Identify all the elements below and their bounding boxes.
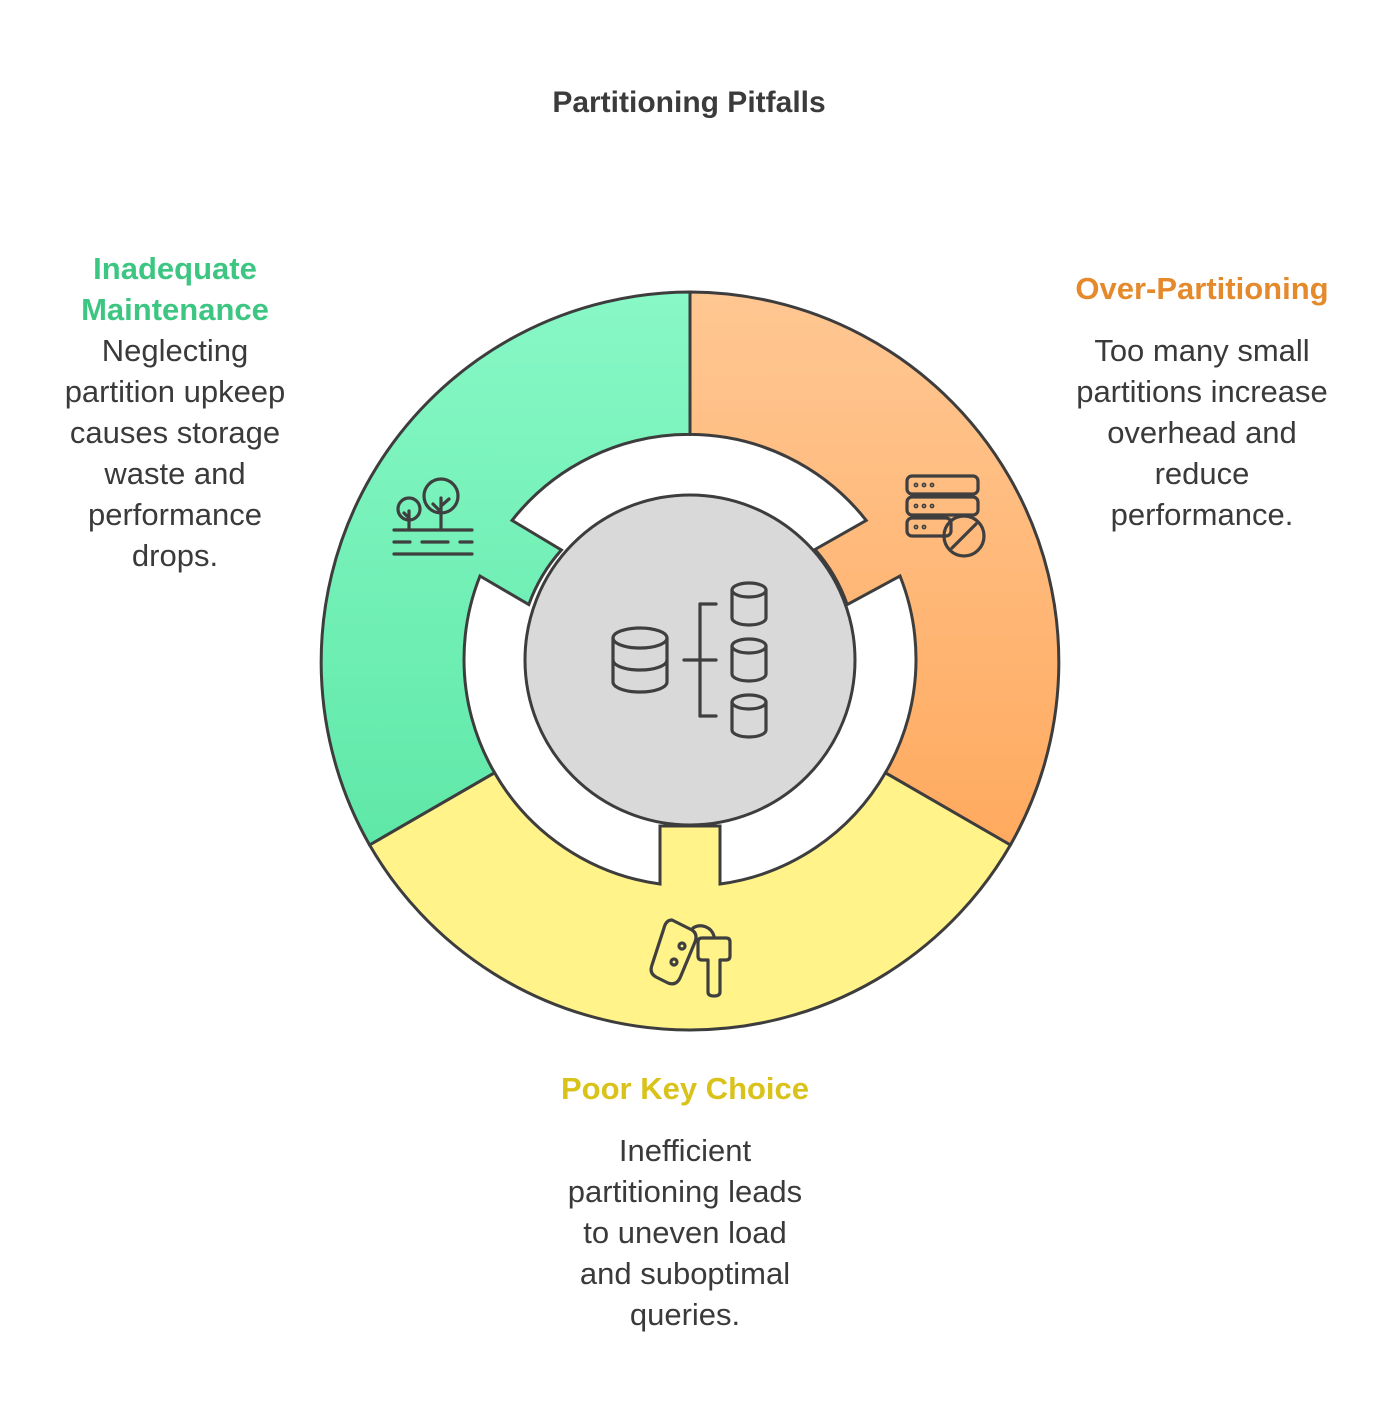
inadequate-maintenance-block: Inadequate Maintenance Neglecting partit… — [30, 248, 320, 576]
over-partitioning-description: Too many small partitions increase overh… — [1046, 330, 1358, 535]
description-line: causes storage — [69, 415, 281, 450]
poor-key-choice-block: Poor Key Choice Inefficient partitioning… — [530, 1068, 840, 1335]
description-line: Neglecting — [101, 333, 249, 368]
car-key-icon — [649, 918, 732, 998]
description-line: queries. — [629, 1297, 741, 1332]
description-line: overhead and — [1107, 415, 1297, 450]
inadequate-maintenance-heading: Inadequate Maintenance — [30, 248, 320, 330]
description-line: partitions increase — [1076, 374, 1328, 409]
poor-key-choice-description: Inefficient partitioning leads to uneven… — [530, 1130, 840, 1335]
heading-line: Poor Key Choice — [560, 1071, 810, 1106]
poor-key-choice-heading: Poor Key Choice — [530, 1068, 840, 1109]
inadequate-maintenance-description: Neglecting partition upkeep causes stora… — [30, 330, 320, 576]
description-line: performance. — [1110, 497, 1294, 532]
over-partitioning-heading: Over-Partitioning — [1046, 268, 1358, 309]
description-line: waste and — [104, 456, 246, 491]
description-line: performance — [87, 497, 263, 532]
description-line: Inefficient — [618, 1133, 752, 1168]
heading-line: Maintenance — [81, 292, 269, 327]
description-line: to uneven load — [583, 1215, 787, 1250]
segment-poor-key-choice — [367, 770, 1013, 1032]
diagram-title: Partitioning Pitfalls — [552, 86, 826, 119]
database-partition-icon — [611, 581, 768, 739]
description-line: partitioning leads — [567, 1174, 803, 1209]
description-line: partition upkeep — [64, 374, 286, 409]
over-partitioning-block: Over-Partitioning Too many small partiti… — [1046, 268, 1358, 535]
description-line: and suboptimal — [579, 1256, 791, 1291]
description-line: reduce — [1154, 456, 1250, 491]
description-line: drops. — [131, 538, 219, 573]
trees-icon — [392, 477, 474, 556]
heading-line: Inadequate — [93, 251, 257, 286]
description-line: Too many small — [1094, 333, 1310, 368]
heading-line: Over-Partitioning — [1075, 271, 1329, 306]
server-blocked-icon — [905, 474, 986, 558]
